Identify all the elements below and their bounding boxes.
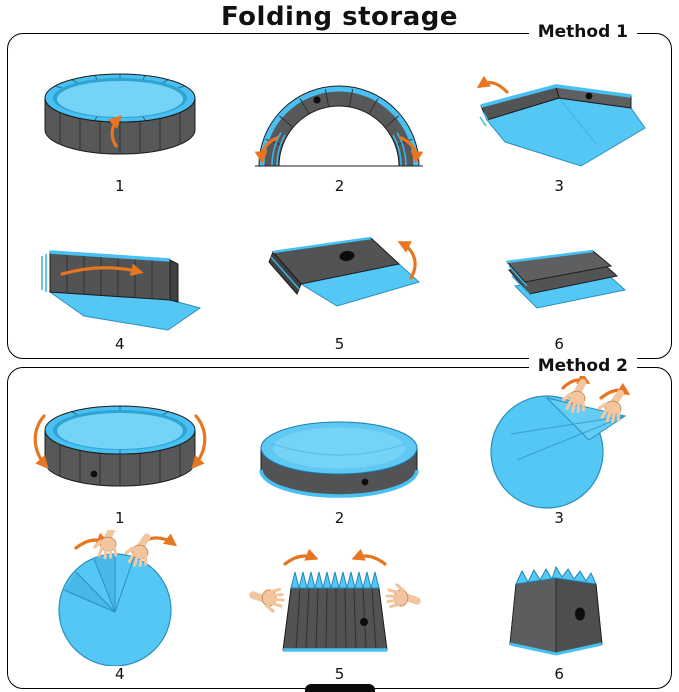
method-2-label: Method 2 <box>528 356 637 376</box>
drain-hole <box>360 618 369 626</box>
step-number: 3 <box>554 509 564 527</box>
fold-arrow-icon <box>399 136 424 164</box>
step: 4 <box>10 528 230 684</box>
m2-step6-stored-bundle-illustration <box>509 565 603 656</box>
step-number: 6 <box>554 335 564 353</box>
step: 5 <box>230 196 450 354</box>
fold-arrow-icon <box>398 241 418 280</box>
m1-step2-folded-half-illustration <box>255 85 424 167</box>
step: 1 <box>10 372 230 528</box>
fold-arrow-icon <box>107 115 122 148</box>
drain-hole <box>362 478 369 486</box>
fold-arrow-icon <box>476 75 509 94</box>
step-number: 1 <box>115 177 125 195</box>
pull-arrow-icon <box>599 382 631 400</box>
step: 3 <box>449 38 669 196</box>
page-title: Folding storage <box>220 2 459 32</box>
step-number: 3 <box>554 177 564 195</box>
step: 6 <box>449 528 669 684</box>
hand-icon <box>387 585 417 607</box>
bottom-pill <box>304 684 375 692</box>
drain-hole <box>575 607 586 621</box>
method-1-panel: Method 1 <box>7 22 672 359</box>
method-2-panel: Method 2 <box>7 356 672 689</box>
step-number: 5 <box>334 335 345 353</box>
fold-arrow-icon <box>144 533 177 547</box>
step-number: 2 <box>334 509 345 527</box>
step-number: 6 <box>554 665 564 683</box>
hand-icon <box>253 590 283 612</box>
step: 3 <box>449 372 669 528</box>
hand-icon <box>94 530 118 559</box>
m1-step6-folded-compact-illustration <box>506 249 627 309</box>
m2-step4-fan-fold-illustration <box>58 530 177 666</box>
m2-step5-press-accordion-illustration <box>239 548 439 652</box>
step: 6 <box>449 196 669 354</box>
fold-arrow-icon <box>60 263 144 277</box>
step: 2 <box>230 372 450 528</box>
step: 5 <box>230 528 450 684</box>
push-arrow-icon <box>191 414 207 469</box>
m2-step3-pull-edge-illustration <box>490 374 631 509</box>
m1-step3-fold-onto-floor-illustration <box>476 75 646 167</box>
m2-step2-collapsed-pool-illustration <box>259 421 420 498</box>
step-number: 5 <box>334 665 345 683</box>
fold-arrow-icon <box>255 136 280 164</box>
step: 2 <box>230 38 450 196</box>
step-number: 2 <box>334 177 345 195</box>
method-1-grid: 1 <box>8 34 671 358</box>
drain-hole <box>90 470 98 478</box>
m2-step1-push-sides-illustration <box>33 405 207 487</box>
step: 1 <box>10 38 230 196</box>
method-2-grid: 1 2 <box>8 368 671 688</box>
m1-step4-rolled-strip-illustration <box>41 250 201 331</box>
press-arrow-icon <box>283 548 320 566</box>
push-arrow-icon <box>33 414 49 469</box>
step-number: 4 <box>115 665 125 683</box>
m1-step5-flattened-stack-illustration <box>268 236 421 307</box>
step-number: 1 <box>115 509 125 527</box>
drain-hole <box>313 96 322 104</box>
step-number: 4 <box>115 335 125 353</box>
rim-segment-ticks <box>71 406 169 454</box>
drain-hole <box>340 250 355 262</box>
m1-step1-pool-open-illustration <box>44 73 196 155</box>
press-arrow-icon <box>351 548 388 566</box>
method-1-label: Method 1 <box>528 22 637 42</box>
drain-hole <box>585 92 593 100</box>
step: 4 <box>10 196 230 354</box>
